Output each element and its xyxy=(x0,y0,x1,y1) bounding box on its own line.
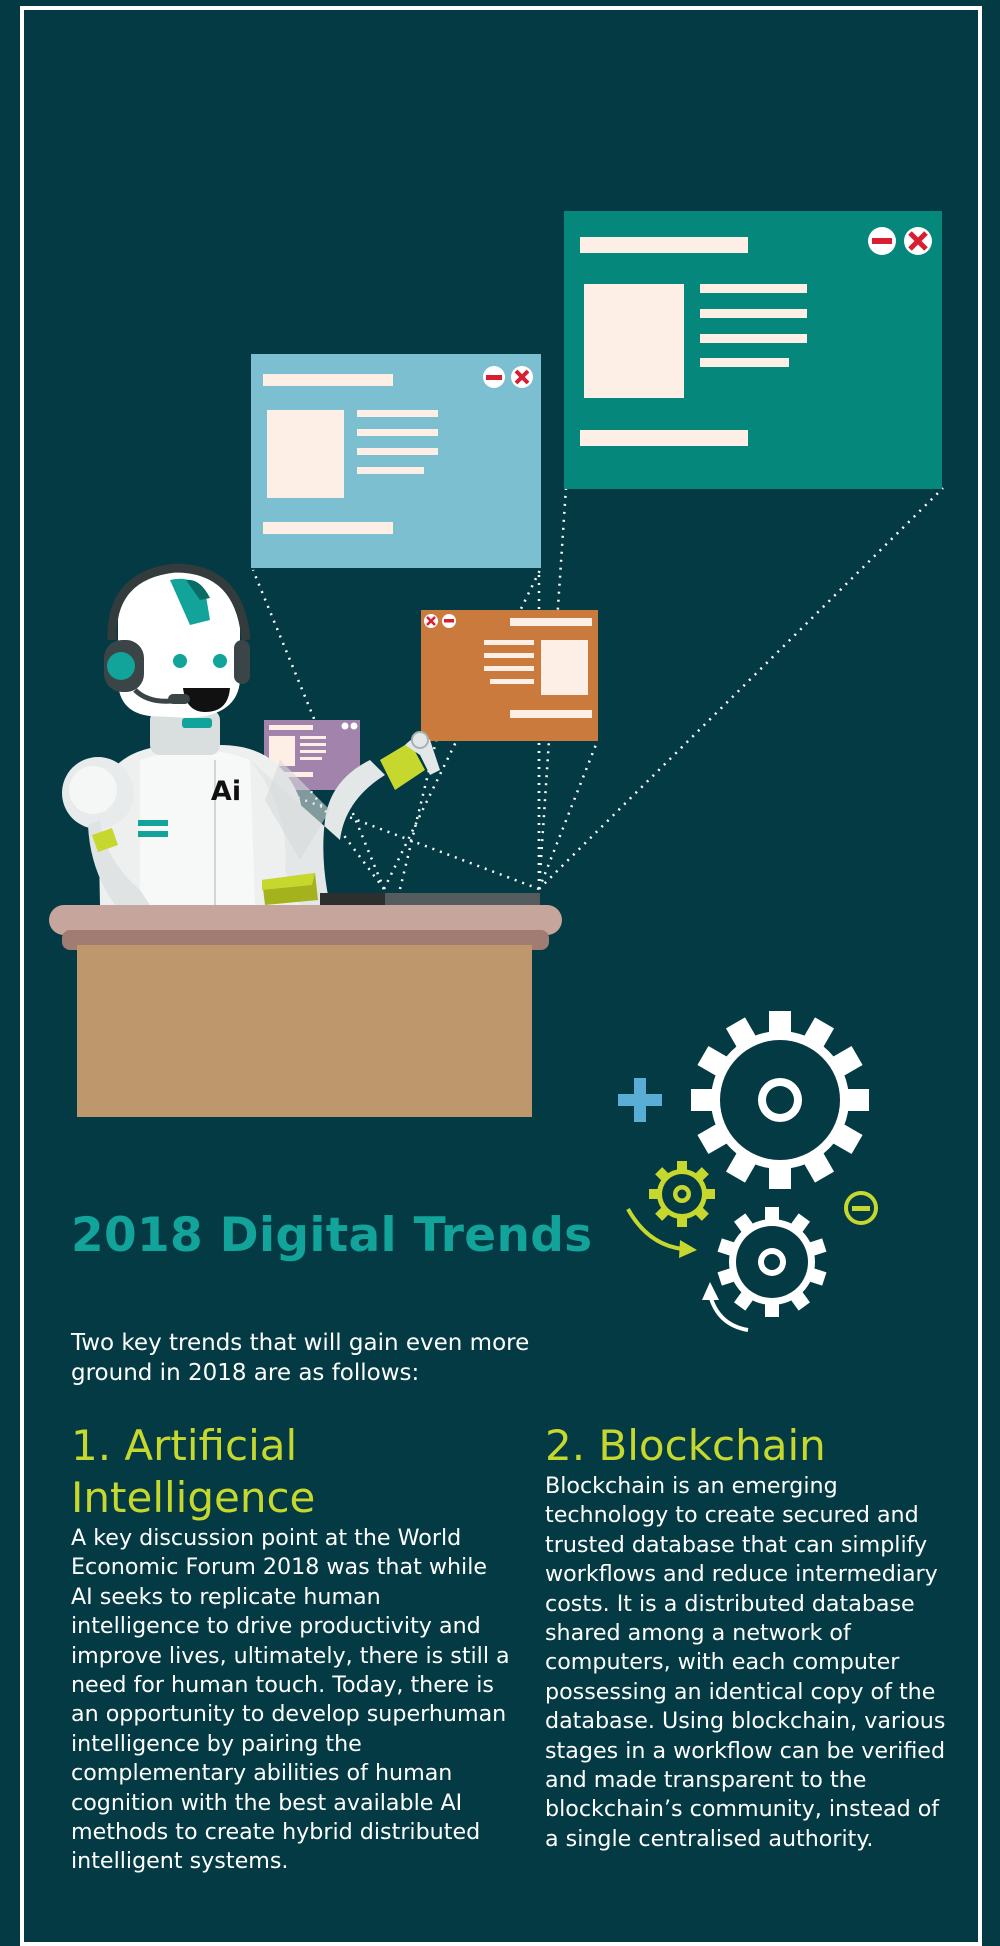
section-title: 2. Blockchain xyxy=(545,1421,826,1470)
arrow-icon xyxy=(702,1282,749,1332)
section-artificial-intelligence: 1. Artificial Intelligence A key discuss… xyxy=(71,1420,511,1877)
close-icon xyxy=(904,227,932,255)
gear-icon xyxy=(691,1011,869,1189)
gear-icon xyxy=(649,1161,715,1227)
plus-icon xyxy=(618,1078,662,1122)
window-blue xyxy=(251,354,541,568)
section-title: 1. Artificial Intelligence xyxy=(71,1421,316,1522)
section-body: Blockchain is an emerging technology to … xyxy=(545,1473,946,1852)
minus-icon xyxy=(483,366,505,388)
close-icon xyxy=(424,614,438,628)
robot-icon: Ai xyxy=(62,563,440,905)
section-blockchain: 2. Blockchain Blockchain is an emerging … xyxy=(545,1420,950,1854)
intro-text: Two key trends that will gain even more … xyxy=(71,1330,530,1386)
minus-icon xyxy=(844,1191,878,1225)
gears-graphic xyxy=(618,1011,878,1332)
gear-icon xyxy=(717,1207,827,1317)
window-orange xyxy=(421,610,598,741)
page-title: 2018 Digital Trends xyxy=(71,1208,593,1263)
close-icon xyxy=(511,366,533,388)
desk xyxy=(49,893,562,1117)
window-teal xyxy=(564,211,942,489)
minus-icon xyxy=(868,227,896,255)
robot-badge: Ai xyxy=(211,776,241,807)
minus-icon xyxy=(442,614,456,628)
arrow-icon xyxy=(626,1208,697,1258)
section-body: A key discussion point at the World Econ… xyxy=(71,1525,510,1875)
